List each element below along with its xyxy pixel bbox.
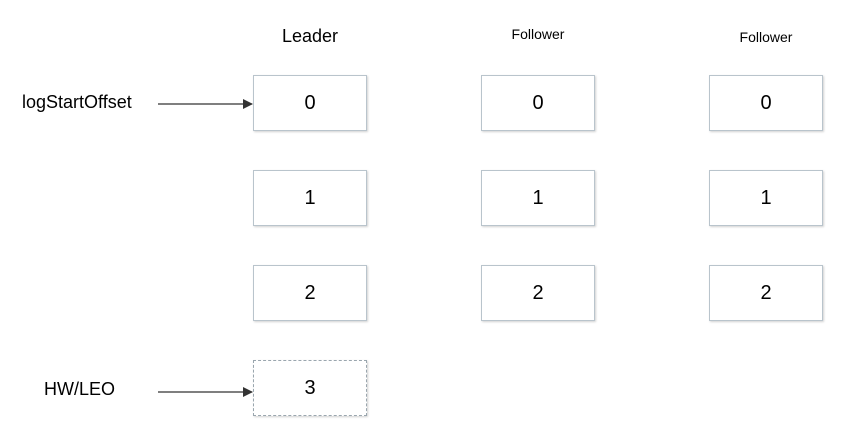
leader-log-entry-3: 3 bbox=[253, 360, 367, 416]
leader-log-entry-2: 2 bbox=[253, 265, 367, 321]
follower-2-log-entry-2: 2 bbox=[709, 265, 823, 321]
follower-1-log-entry-1: 1 bbox=[481, 170, 595, 226]
leader-log-entry-0: 0 bbox=[253, 75, 367, 131]
hw-leo-label: HW/LEO bbox=[44, 379, 116, 399]
follower-1-header: Follower bbox=[511, 26, 565, 42]
follower-1-log-entry-2: 2 bbox=[481, 265, 595, 321]
follower-2-log-entry-1: 1 bbox=[709, 170, 823, 226]
follower-2-log-entry-0: 0 bbox=[709, 75, 823, 131]
follower-1-log-entry-0: 0 bbox=[481, 75, 595, 131]
follower-2-header: Follower bbox=[739, 29, 793, 45]
leader-log-entry-1: 1 bbox=[253, 170, 367, 226]
leader-header: Leader bbox=[281, 26, 339, 46]
log-start-offset-label: logStartOffset bbox=[22, 92, 132, 112]
